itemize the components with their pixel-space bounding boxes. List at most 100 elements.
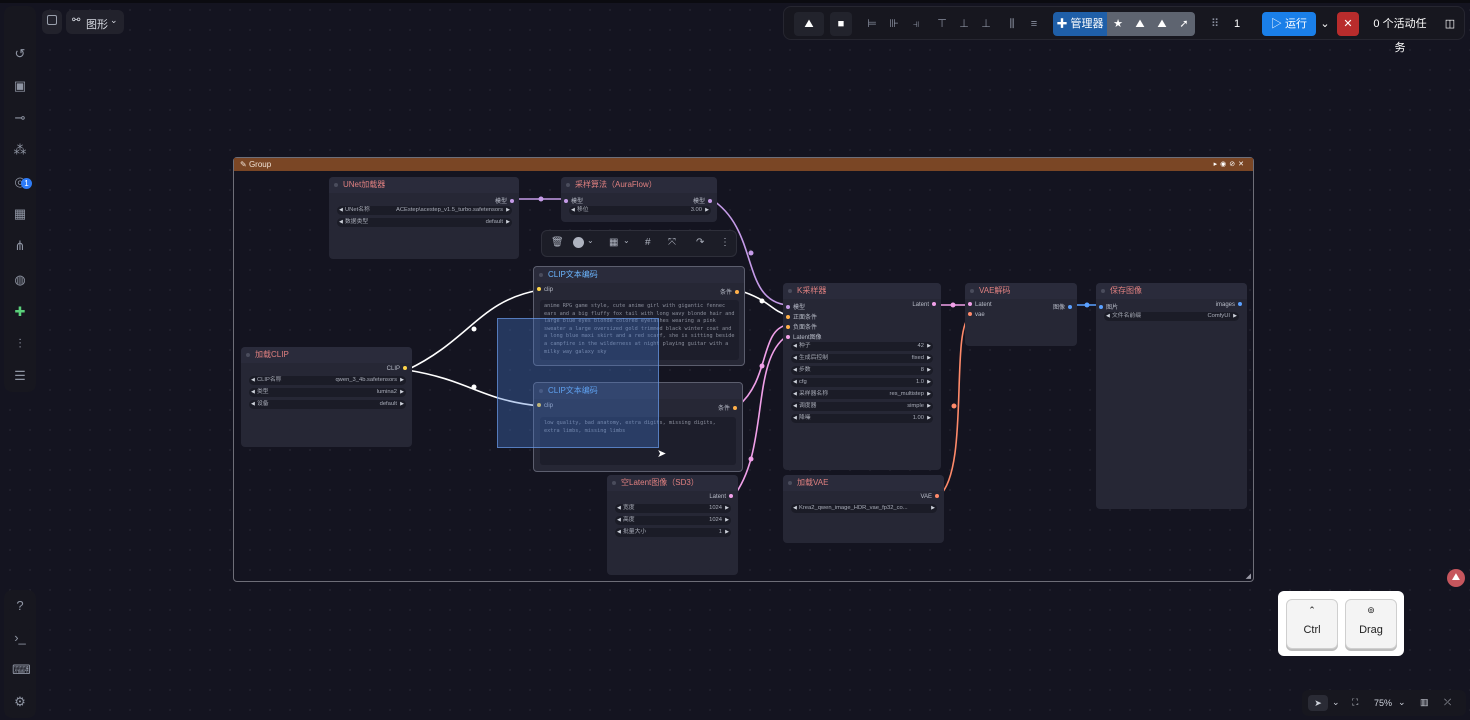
- images-icon[interactable]: ▣: [13, 78, 27, 93]
- color-icon[interactable]: [573, 237, 584, 248]
- input-clip[interactable]: clip: [534, 287, 553, 293]
- help-icon[interactable]: ?: [16, 598, 24, 613]
- share-icon[interactable]: ➚: [1173, 12, 1195, 36]
- terminal-icon[interactable]: ›_: [14, 630, 26, 645]
- queue-count-input[interactable]: 1: [1233, 18, 1241, 30]
- vae-loader-node[interactable]: 加载VAE VAE Krea2_qwen_image_HDR_vae_fp32_…: [783, 475, 944, 543]
- input-model[interactable]: 模型: [561, 196, 583, 205]
- clip-loader-node[interactable]: 加载CLIP CLIP CLIP名称qwen_3_4b.safetensors …: [241, 347, 412, 447]
- panel-toggle-icon[interactable]: [42, 10, 62, 34]
- distribute-v-icon[interactable]: ≡: [1030, 18, 1038, 30]
- input-latent[interactable]: Latent图像: [783, 332, 822, 341]
- redo-icon[interactable]: ↷: [696, 237, 705, 248]
- frame-icon[interactable]: #: [645, 237, 651, 248]
- node-group[interactable]: ✎ Group ▸◉⊘✕ ◢: [233, 157, 1254, 582]
- prompt-textarea[interactable]: low quality, bad anatomy, extra digits, …: [540, 417, 736, 465]
- input-model[interactable]: 模型: [783, 302, 805, 311]
- denoise-widget[interactable]: 降噪1.00: [791, 414, 933, 423]
- links-toggle-icon[interactable]: ⤫: [1444, 697, 1452, 707]
- more-icon[interactable]: ⋮: [720, 237, 730, 248]
- input-negative[interactable]: 负面条件: [783, 322, 817, 331]
- grid-icon[interactable]: ▦: [609, 237, 619, 248]
- zoom-level[interactable]: 75%: [1374, 698, 1393, 708]
- align-left-icon[interactable]: ⊨: [867, 18, 877, 30]
- history-icon[interactable]: ↺: [14, 46, 26, 61]
- keyboard-icon[interactable]: ⌨: [12, 662, 31, 677]
- workspace-selector[interactable]: ⚯ 图形 ⌄: [66, 10, 124, 34]
- clip-text-encode-positive-node[interactable]: CLIP文本编码 clip 条件 anime RPG game style, c…: [533, 266, 745, 366]
- fit-view-icon[interactable]: ⛶: [1352, 697, 1359, 707]
- align-top-icon[interactable]: ⊤: [937, 18, 947, 30]
- output-images[interactable]: images: [1216, 302, 1245, 308]
- sliders-icon[interactable]: ⫶: [18, 336, 22, 351]
- output-vae[interactable]: VAE: [920, 494, 942, 500]
- output-clip[interactable]: CLIP: [387, 366, 410, 372]
- group-header[interactable]: ✎ Group ▸◉⊘✕: [234, 158, 1253, 171]
- chevron-down-icon[interactable]: ⌄: [1332, 697, 1340, 707]
- steps-widget[interactable]: 步数8: [791, 366, 933, 375]
- output-conditioning[interactable]: 条件: [718, 403, 740, 412]
- nodes-icon[interactable]: ⊸: [14, 110, 26, 125]
- align-center-icon[interactable]: ⊪: [889, 18, 899, 30]
- node-icon[interactable]: ⛰: [1129, 12, 1151, 36]
- active-tasks-button[interactable]: 0 个活动任务: [1373, 18, 1427, 54]
- workflow-icon[interactable]: ⋔: [14, 238, 26, 253]
- star-icon[interactable]: ★: [1107, 12, 1129, 36]
- output-conditioning[interactable]: 条件: [720, 287, 742, 296]
- comfy-icon[interactable]: ⛰: [794, 12, 824, 36]
- input-vae[interactable]: vae: [965, 312, 985, 318]
- minimap-icon[interactable]: ▥: [1420, 697, 1429, 707]
- settings-gear-icon[interactable]: ⚙: [14, 694, 26, 709]
- bookmark-icon[interactable]: ■: [830, 12, 852, 36]
- chevron-down-icon[interactable]: ⌄: [1398, 697, 1406, 707]
- trash-icon[interactable]: 🗑: [551, 237, 564, 248]
- output-image[interactable]: 图像: [1053, 302, 1075, 311]
- clip-text-encode-negative-node[interactable]: CLIP文本编码 clip 条件 low quality, bad anatom…: [533, 382, 743, 472]
- input-latent[interactable]: Latent: [965, 302, 992, 308]
- puzzle-icon[interactable]: ✚: [14, 304, 26, 319]
- vae-decode-node[interactable]: VAE解码 Latent vae 图像: [965, 283, 1077, 346]
- close-icon[interactable]: ✕: [1337, 12, 1359, 36]
- unet-name-widget[interactable]: UNet名称ACEstep\acestep_v1.5_turbo.safeten…: [337, 206, 512, 215]
- prompt-textarea[interactable]: anime RPG game style, cute anime girl wi…: [540, 300, 739, 360]
- vae-name-widget[interactable]: Krea2_qwen_image_HDR_vae_fp32_co...: [791, 504, 937, 513]
- right-panel-toggle-icon[interactable]: ◫: [1444, 18, 1456, 30]
- avatar[interactable]: ⛰: [1447, 569, 1465, 587]
- align-right-icon[interactable]: ⫣: [912, 18, 920, 30]
- output-model[interactable]: 模型: [693, 196, 715, 205]
- auraflow-node[interactable]: 采样算法（AuraFlow） 模型 模型 移位3.00: [561, 177, 717, 222]
- resize-handle-icon[interactable]: ◢: [1245, 573, 1251, 580]
- input-clip[interactable]: clip: [534, 403, 553, 409]
- align-bottom-icon[interactable]: ⊥: [981, 18, 991, 30]
- models-icon[interactable]: ◎: [14, 174, 26, 189]
- collapse-icon[interactable]: ⤧: [668, 237, 676, 248]
- pointer-icon[interactable]: ➤: [1308, 695, 1328, 711]
- extensions-icon[interactable]: ⁂: [13, 142, 27, 157]
- input-positive[interactable]: 正面条件: [783, 312, 817, 321]
- palette-icon[interactable]: ◍: [14, 272, 26, 287]
- templates-icon[interactable]: ▦: [13, 206, 27, 221]
- input-images[interactable]: 图片: [1096, 302, 1118, 311]
- run-options-chevron-icon[interactable]: ⌄: [1320, 18, 1330, 30]
- unet-loader-node[interactable]: UNet加载器 模型 UNet名称ACEstep\acestep_v1.5_tu…: [329, 177, 519, 259]
- group-actions[interactable]: ▸◉⊘✕: [1213, 161, 1247, 168]
- layout-icon[interactable]: ☰: [14, 368, 26, 383]
- output-model[interactable]: 模型: [495, 196, 517, 205]
- node-alt-icon[interactable]: ⛰: [1151, 12, 1173, 36]
- run-button[interactable]: ▷ 运行: [1262, 12, 1316, 36]
